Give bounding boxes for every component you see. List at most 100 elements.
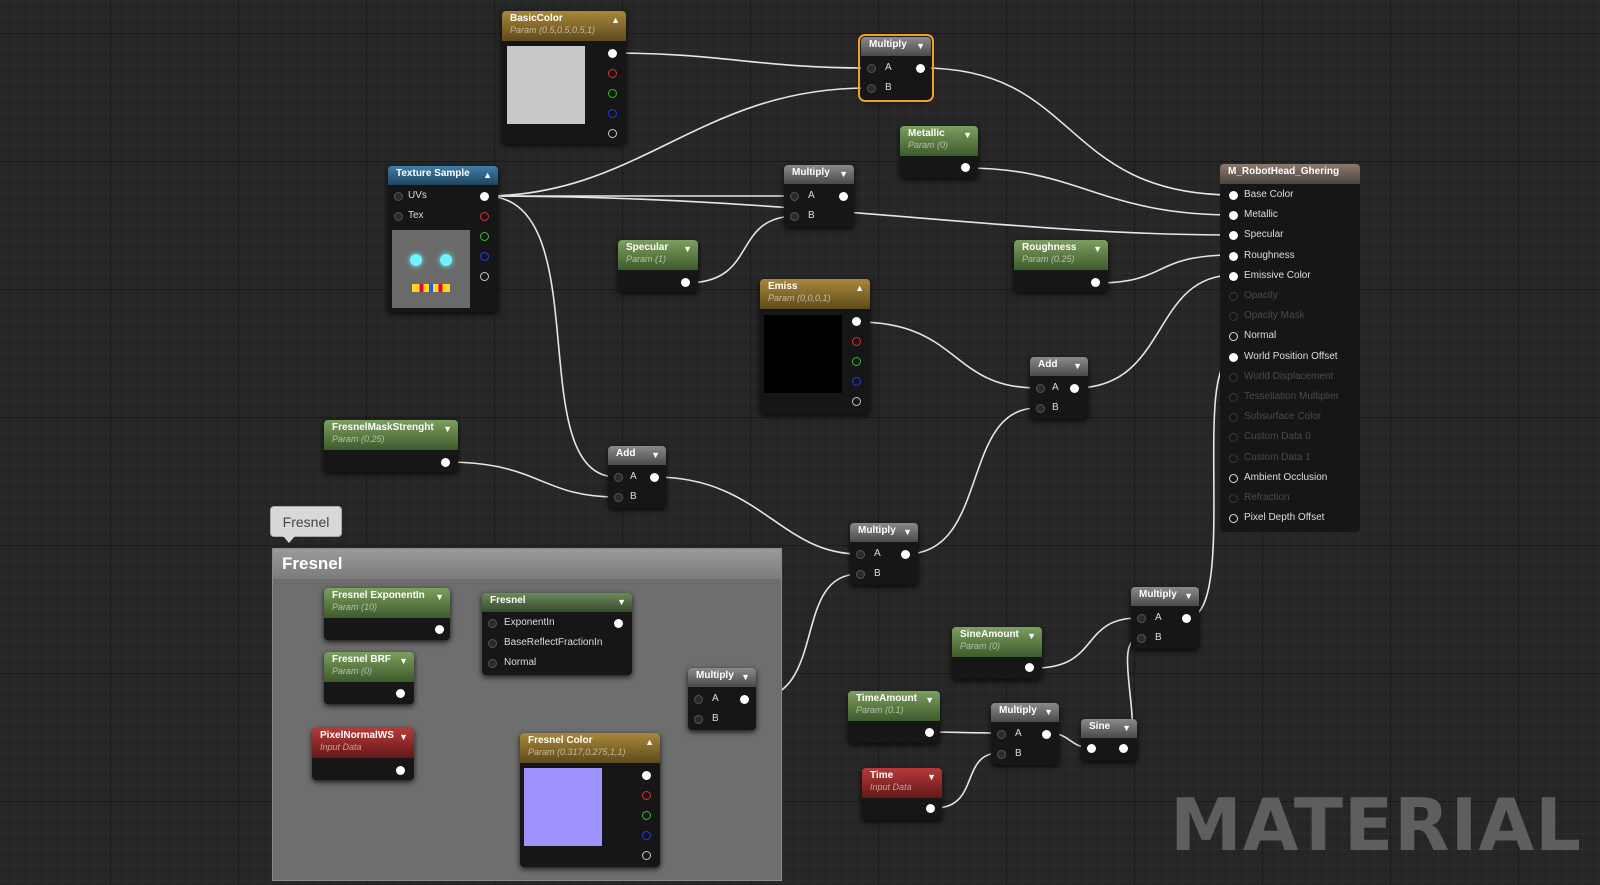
node-sine[interactable]: Sine▼ <box>1081 719 1137 761</box>
node-header[interactable]: Sine▼ <box>1081 719 1137 738</box>
node-multiply-sine[interactable]: Multiply▼ A B <box>1131 587 1199 649</box>
collapse-icon[interactable]: ▼ <box>1073 361 1082 371</box>
collapse-icon[interactable]: ▼ <box>927 772 936 782</box>
node-header[interactable]: Multiply▼ <box>861 37 931 56</box>
input-pin-a[interactable] <box>867 64 876 73</box>
collapse-icon[interactable]: ▲ <box>855 283 864 293</box>
collapse-icon[interactable]: ▼ <box>1044 707 1053 717</box>
input-pin-b[interactable] <box>997 750 1006 759</box>
collapse-icon[interactable]: ▲ <box>645 737 654 747</box>
node-header[interactable]: Multiply▼ <box>1131 587 1199 606</box>
collapse-icon[interactable]: ▼ <box>683 244 692 254</box>
collapse-icon[interactable]: ▼ <box>741 672 750 682</box>
output-pin[interactable] <box>681 278 690 287</box>
node-header[interactable]: Fresnel▼ <box>482 593 632 612</box>
result-input-pin[interactable] <box>1229 393 1238 402</box>
output-pin[interactable] <box>916 64 925 73</box>
node-header[interactable]: Texture Sample▲ <box>388 166 498 185</box>
output-pin[interactable] <box>1042 730 1051 739</box>
output-pin[interactable] <box>435 625 444 634</box>
output-pin-b[interactable] <box>642 831 651 840</box>
collapse-icon[interactable]: ▲ <box>611 15 620 25</box>
output-pin[interactable] <box>1091 278 1100 287</box>
output-pin-b[interactable] <box>608 109 617 118</box>
output-pin-g[interactable] <box>852 357 861 366</box>
input-pin-b[interactable] <box>790 212 799 221</box>
node-header[interactable]: Multiply▼ <box>688 668 756 687</box>
input-pin-a[interactable] <box>1036 384 1045 393</box>
output-pin-g[interactable] <box>608 89 617 98</box>
result-input-pin[interactable] <box>1229 514 1238 524</box>
comment-bubble[interactable]: Fresnel <box>270 506 342 543</box>
result-input-pin[interactable] <box>1229 312 1238 322</box>
node-add-mid[interactable]: Add▼ A B <box>608 446 666 508</box>
output-pin[interactable] <box>1182 614 1191 623</box>
input-pin-uvs[interactable] <box>394 192 403 201</box>
collapse-icon[interactable]: ▼ <box>903 527 912 537</box>
output-pin-g[interactable] <box>642 811 651 820</box>
input-pin-tex[interactable] <box>394 212 403 221</box>
result-input-pin[interactable] <box>1229 413 1238 423</box>
output-pin[interactable] <box>926 804 935 813</box>
input-pin-normal[interactable] <box>488 659 497 668</box>
result-input-pin[interactable] <box>1229 251 1238 261</box>
node-multiply-color[interactable]: Multiply▼ A B <box>688 668 756 730</box>
collapse-icon[interactable]: ▼ <box>651 450 660 460</box>
input-pin-b[interactable] <box>614 493 623 502</box>
node-multiply-fresnel[interactable]: Multiply▼ A B <box>850 523 918 585</box>
collapse-icon[interactable]: ▼ <box>399 732 408 742</box>
result-input-pin[interactable] <box>1229 352 1238 362</box>
output-pin[interactable] <box>925 728 934 737</box>
result-input-pin[interactable] <box>1229 453 1238 463</box>
collapse-icon[interactable]: ▼ <box>1093 244 1102 254</box>
input-pin-b[interactable] <box>867 84 876 93</box>
result-input-pin[interactable] <box>1229 292 1238 301</box>
collapse-icon[interactable]: ▼ <box>443 424 452 434</box>
input-pin-basereflectfractionin[interactable] <box>488 639 497 648</box>
input-pin-exponentin[interactable] <box>488 619 497 628</box>
output-pin[interactable] <box>441 458 450 467</box>
result-input-pin[interactable] <box>1229 372 1238 382</box>
result-input-pin[interactable] <box>1229 332 1238 342</box>
collapse-icon[interactable]: ▼ <box>1184 591 1193 601</box>
output-pin-r[interactable] <box>480 212 489 221</box>
result-input-pin[interactable] <box>1229 473 1238 483</box>
collapse-icon[interactable]: ▼ <box>1122 723 1131 733</box>
output-pin-b[interactable] <box>852 377 861 386</box>
input-pin-a[interactable] <box>997 730 1006 739</box>
output-pin-g[interactable] <box>480 232 489 241</box>
output-pin[interactable] <box>396 689 405 698</box>
output-pin-b[interactable] <box>480 252 489 261</box>
output-pin-a[interactable] <box>852 397 861 406</box>
collapse-icon[interactable]: ▼ <box>435 592 444 602</box>
output-pin[interactable] <box>839 192 848 201</box>
collapse-icon[interactable]: ▼ <box>925 695 934 705</box>
node-multiply-mid[interactable]: Multiply▼ A B <box>784 165 854 227</box>
input-pin-a[interactable] <box>856 550 865 559</box>
output-pin-rgb[interactable] <box>852 317 861 326</box>
comment-title[interactable]: Fresnel <box>273 549 781 579</box>
output-pin-rgb[interactable] <box>608 49 617 58</box>
input-pin-b[interactable] <box>1137 634 1146 643</box>
result-input-pin[interactable] <box>1229 433 1238 443</box>
collapse-icon[interactable]: ▼ <box>399 656 408 666</box>
collapse-icon[interactable]: ▼ <box>617 597 626 607</box>
collapse-icon[interactable]: ▼ <box>963 130 972 140</box>
